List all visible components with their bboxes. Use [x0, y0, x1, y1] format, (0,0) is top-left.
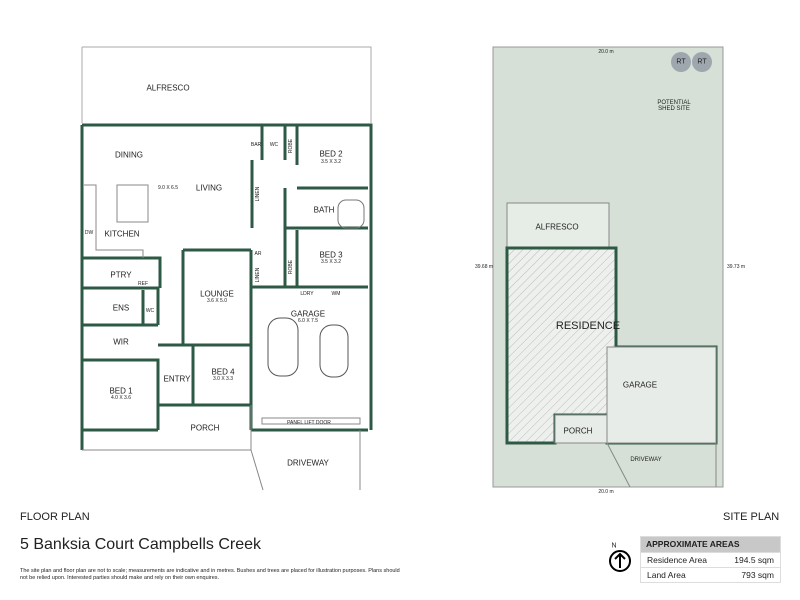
- top-dimension: 20.0 m: [598, 49, 614, 55]
- disclaimer: The site plan and floor plan are not to …: [20, 568, 400, 581]
- rainwater-tank-2: RT: [697, 58, 707, 66]
- bar-label: BAR: [250, 142, 262, 148]
- rainwater-tank-1: RT: [676, 58, 686, 66]
- site-porch: PORCH: [563, 426, 593, 436]
- ldry-label: LDRY: [300, 291, 314, 297]
- room-driveway: DRIVEWAY: [287, 458, 329, 468]
- room-ptry: PTRY: [110, 270, 132, 280]
- room-bath: BATH: [313, 205, 335, 215]
- room-alfresco: ALFRESCO: [146, 83, 190, 93]
- bed4-dim: 3.0 X 3.3: [212, 376, 234, 382]
- room-garage: GARAGE: [290, 309, 326, 319]
- living-dim: 9.0 X 6.5: [157, 185, 179, 191]
- compass-icon: [609, 550, 631, 572]
- table-row: Land Area 793 sqm: [641, 567, 780, 582]
- linen-label-2: LINEN: [255, 267, 261, 283]
- site-alfresco: ALFRESCO: [535, 222, 579, 232]
- wm-label: WM: [331, 291, 341, 297]
- panel-lift-door-label: PANEL LIFT DOOR: [287, 420, 331, 426]
- lounge-dim: 3.6 X 5.0: [206, 298, 228, 304]
- robe-label-2: ROBE: [288, 259, 294, 275]
- wc-label: WC: [269, 142, 279, 148]
- room-bed4: BED 4: [211, 367, 235, 377]
- left-dimension: 39.68 m: [474, 264, 494, 270]
- bed3-dim: 3.5 X 3.2: [320, 259, 342, 265]
- room-bed1: BED 1: [109, 386, 133, 396]
- bottom-dimension: 20.0 m: [598, 489, 614, 495]
- table-row: Residence Area 194.5 sqm: [641, 552, 780, 567]
- area-value: 793 sqm: [741, 570, 774, 580]
- shed-site-label: POTENTIAL SHED SITE: [657, 100, 691, 112]
- right-dimension: 39.73 m: [726, 264, 746, 270]
- room-wir: WIR: [113, 337, 129, 347]
- room-ens: ENS: [112, 303, 130, 313]
- room-bed2: BED 2: [319, 149, 343, 159]
- area-label: Land Area: [647, 570, 686, 580]
- ar-label: AR: [254, 251, 262, 257]
- robe-label: ROBE: [288, 138, 294, 154]
- site-plan-heading: SITE PLAN: [723, 511, 780, 523]
- compass-north-label: N: [611, 542, 617, 550]
- room-kitchen: KITCHEN: [104, 229, 140, 239]
- areas-title: APPROXIMATE AREAS: [641, 537, 780, 552]
- room-bed3: BED 3: [319, 250, 343, 260]
- room-entry: ENTRY: [163, 374, 191, 384]
- site-residence: RESIDENCE: [555, 320, 621, 332]
- site-plan: [492, 46, 724, 488]
- bed1-dim: 4.0 X 3.6: [110, 395, 132, 401]
- site-driveway: DRIVEWAY: [630, 457, 662, 463]
- floor-plan: [80, 46, 373, 491]
- floor-plan-heading: FLOOR PLAN: [20, 511, 90, 523]
- approximate-areas-table: APPROXIMATE AREAS Residence Area 194.5 sq…: [640, 536, 781, 583]
- room-porch: PORCH: [190, 423, 220, 433]
- area-value: 194.5 sqm: [734, 555, 774, 565]
- property-address: 5 Banksia Court Campbells Creek: [20, 536, 261, 553]
- bed2-dim: 3.5 X 3.2: [320, 159, 342, 165]
- room-lounge: LOUNGE: [200, 289, 234, 299]
- room-dining: DINING: [115, 150, 143, 160]
- room-living: LIVING: [195, 183, 223, 193]
- garage-dim: 6.0 X 7.5: [297, 318, 319, 324]
- ref-label: REF: [138, 281, 148, 287]
- dw-label: DW: [84, 230, 94, 236]
- linen-label: LINEN: [255, 186, 261, 202]
- area-label: Residence Area: [647, 555, 708, 565]
- wc-label-2: WC: [145, 308, 155, 314]
- site-garage: GARAGE: [622, 380, 658, 390]
